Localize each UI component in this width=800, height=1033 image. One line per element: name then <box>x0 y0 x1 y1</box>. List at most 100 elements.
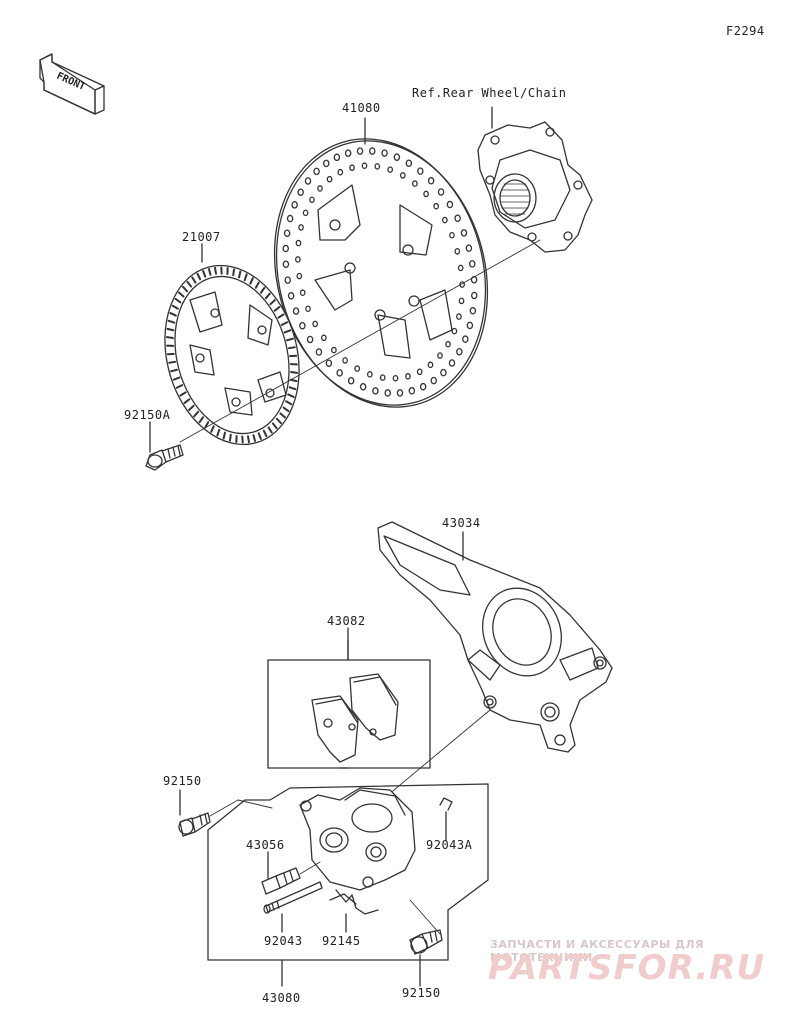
disc-hole <box>462 335 469 343</box>
disc-hole <box>399 172 406 179</box>
disc-hole <box>442 216 448 224</box>
disc-hole <box>282 260 290 269</box>
part-label-caliper-assembly[interactable]: 43080 <box>262 991 301 1005</box>
part-label-pin[interactable]: 92043 <box>264 934 303 948</box>
disc-hole <box>299 289 306 296</box>
disc-hole <box>469 307 477 315</box>
rotor-tooth <box>222 431 226 440</box>
disc-hole <box>419 382 427 391</box>
disc-hole <box>315 348 323 356</box>
disc-hole <box>317 185 323 192</box>
rotor-tooth <box>262 429 268 438</box>
rotor-tooth <box>207 268 212 276</box>
disc-hole <box>309 196 315 204</box>
disc-hole <box>295 239 302 247</box>
disc-hole <box>337 168 344 176</box>
part-label-disc[interactable]: 41080 <box>342 101 381 115</box>
rotor-tooth <box>287 346 296 350</box>
rotor-tooth <box>246 435 250 444</box>
disc-hole <box>366 371 373 378</box>
rotor-tooth <box>216 428 221 437</box>
caliper-assembly-box <box>207 783 489 961</box>
disc-hole <box>387 166 394 173</box>
rotor-tooth <box>277 313 285 319</box>
bolt-upper <box>178 812 211 837</box>
rotor-tooth <box>202 270 207 278</box>
rotor-tooth <box>238 270 242 279</box>
part-label-spring[interactable]: 92145 <box>322 934 361 948</box>
disc-hole <box>286 214 294 223</box>
disc-hole <box>471 291 478 300</box>
disc-hole <box>433 202 440 210</box>
rotor-tooth <box>279 412 286 419</box>
disc-hole <box>331 346 337 354</box>
disc-hole <box>445 340 451 348</box>
rotor-tooth <box>183 398 191 404</box>
rotor-tooth <box>179 391 187 397</box>
rotor-tooth <box>252 434 257 442</box>
disc-hole <box>361 162 368 170</box>
disc-hole <box>405 373 411 380</box>
part-label-caliper-bracket[interactable]: 43034 <box>442 516 481 530</box>
disc-hole <box>325 359 333 367</box>
rotor-tooth <box>283 329 292 334</box>
disc-hole <box>465 244 473 252</box>
disc-hole <box>356 147 364 155</box>
rotor-tooth <box>269 299 276 306</box>
disc-hole <box>302 209 309 217</box>
part-label-bolt-upper[interactable]: 92150 <box>163 774 202 788</box>
disc-hole <box>374 163 381 170</box>
rotor-tooth <box>257 432 262 440</box>
disc-hole <box>333 153 341 162</box>
brake-pad-left <box>311 695 359 763</box>
rotor-tooth <box>175 384 184 389</box>
disc-hole <box>305 305 311 313</box>
rotor-tooth <box>196 272 202 281</box>
disc-hole <box>347 376 355 385</box>
disc-hole <box>458 297 465 305</box>
disc-hole <box>287 292 295 300</box>
part-label-rotor-bolt[interactable]: 92150A <box>124 408 171 422</box>
disc-hole <box>437 188 445 196</box>
part-label-bleeder[interactable]: 43056 <box>246 838 285 852</box>
disc-hole <box>392 374 399 382</box>
disc-hole <box>417 167 424 175</box>
rotor-tooth <box>198 416 205 424</box>
disc-hole <box>396 389 404 397</box>
rotor-tooth <box>243 273 248 282</box>
bolt-lower <box>409 929 443 955</box>
disc-hole <box>296 272 303 280</box>
rotor-teeth <box>165 266 299 444</box>
rotor-tooth <box>267 426 273 434</box>
rotor-tooth <box>166 327 175 332</box>
pad-spring <box>329 889 379 915</box>
disc-hole <box>326 175 333 183</box>
disc-hole <box>427 177 435 185</box>
part-label-pad-set[interactable]: 43082 <box>327 614 366 628</box>
diagram-code: F2294 <box>726 24 765 38</box>
rotor-tooth <box>287 393 295 398</box>
part-label-bolt-lower[interactable]: 92150 <box>402 986 441 1000</box>
rotor-tooth <box>288 386 297 391</box>
rotor-tooth <box>280 321 289 326</box>
disc-hole <box>437 352 443 359</box>
pin-clip <box>439 797 453 841</box>
disc-hole <box>393 153 401 161</box>
disc-hole <box>284 276 291 284</box>
rotor-tooth <box>169 312 177 317</box>
disc-hole <box>292 307 300 315</box>
part-label-clip[interactable]: 92043A <box>426 838 473 852</box>
disc-hole <box>297 188 304 197</box>
rotor-tooth <box>232 268 236 277</box>
disc-hole <box>282 244 289 253</box>
rotor-tooth <box>275 417 283 425</box>
disc-hole <box>405 159 413 168</box>
disc-hole <box>349 164 355 171</box>
disc-hole <box>412 180 418 187</box>
rotor-tooth <box>168 360 177 364</box>
rotor-tooth <box>259 286 266 294</box>
part-label-sensor-rotor[interactable]: 21007 <box>182 230 221 244</box>
rotor-tooth <box>228 433 232 442</box>
disc-hole <box>460 229 468 237</box>
